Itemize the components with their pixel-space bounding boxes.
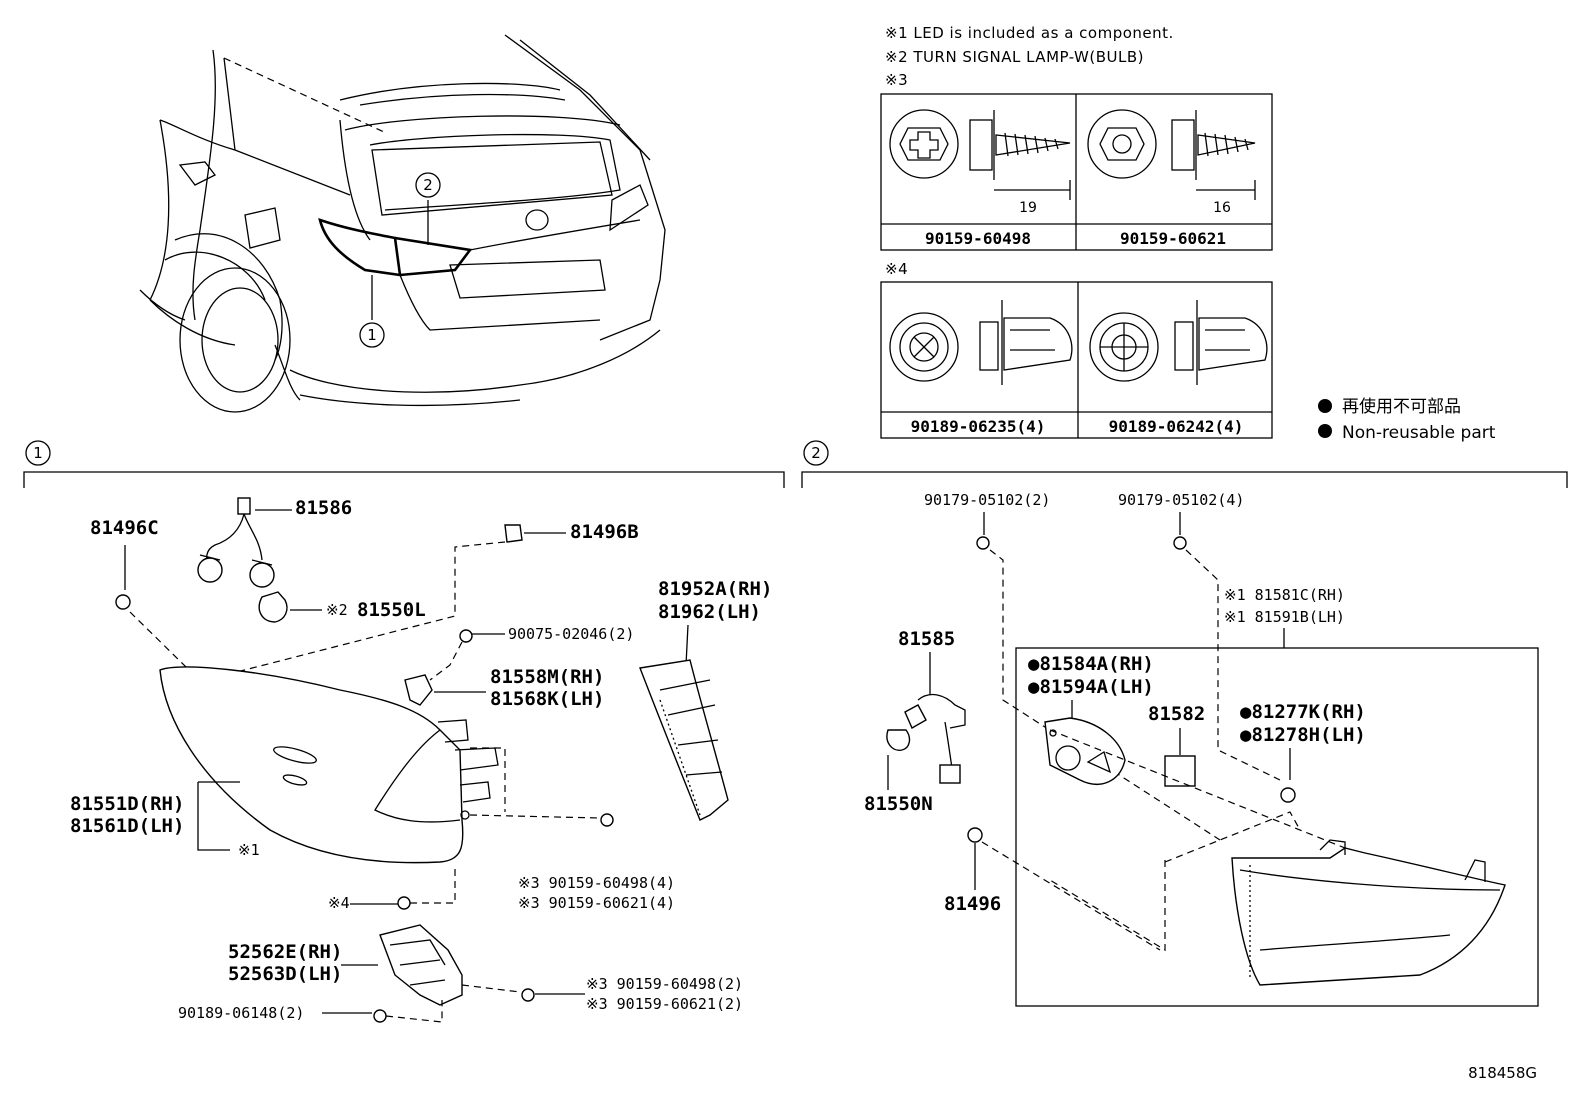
label-81496B: 81496B [570,521,639,543]
fastener-table-4: 90189-06235(4) 90189-06242(4) [880,281,1273,439]
legend: 再使用不可部品 Non-reusable part [1318,396,1496,443]
label-81585: 81585 [898,628,955,650]
pn-90189-06235: 90189-06235(4) [911,417,1046,436]
label-81962: 81962(LH) [658,601,761,623]
fastener-table-3: 19 90159-60498 16 90159-60621 [880,93,1273,251]
label-81591B-mark: ※1 81591B(LH) [1224,608,1345,626]
label-81277K: ●81277K(RH) [1240,701,1366,723]
label-52563D: 52563D(LH) [228,963,342,985]
label-81550N: 81550N [864,793,933,815]
svg-text:1: 1 [33,444,43,462]
label-90159-60621-2: ※3 90159-60621(2) [586,995,743,1013]
svg-text:2: 2 [811,444,821,462]
label-81586: 81586 [295,497,352,519]
pn-90189-06242: 90189-06242(4) [1109,417,1244,436]
label-81278H: ●81278H(LH) [1240,724,1366,746]
label-81581C-mark: ※1 81581C(RH) [1224,586,1345,604]
inset-frame [1015,647,1539,1007]
section-1-parts: 81496C 81586 ※2 81550L 81496B 90075-0204… [70,497,772,1023]
note-3: ※3 [885,71,908,89]
svg-text:2: 2 [423,176,433,194]
label-81594A: ●81594A(LH) [1028,676,1154,698]
label-90159-60498-2: ※3 90159-60498(2) [586,975,743,993]
section-2-bracket [801,471,1568,488]
label-90179-05102-4: 90179-05102(4) [1118,491,1244,509]
svg-text:1: 1 [367,326,377,344]
label-mark4: ※4 [328,894,350,912]
label-81551D: 81551D(RH) [70,793,184,815]
label-90189-06148: 90189-06148(2) [178,1004,304,1022]
label-90075-02046: 90075-02046(2) [508,625,634,643]
label-81496: 81496 [944,893,1001,915]
label-81561D: 81561D(LH) [70,815,184,837]
note-4: ※4 [885,260,908,278]
note-2: ※2 TURN SIGNAL LAMP-W(BULB) [885,48,1144,66]
label-90159-60621-4: ※3 90159-60621(4) [518,894,675,912]
label-81952A: 81952A(RH) [658,578,772,600]
label-81584A: ●81584A(RH) [1028,653,1154,675]
section-1-marker: 1 [25,440,51,466]
section-1-bracket [23,471,785,488]
section-2-parts: 90179-05102(2) 90179-05102(4) ※1 81581C(… [864,491,1539,1007]
label-81550L: 81550L [357,599,426,621]
legend-en: Non-reusable part [1342,423,1496,443]
label-81558M: 81558M(RH) [490,666,604,688]
label-90159-60498-4: ※3 90159-60498(4) [518,874,675,892]
label-52562E: 52562E(RH) [228,941,342,963]
label-81496C: 81496C [90,517,159,539]
section-2-marker: 2 [803,440,829,466]
legend-jp: 再使用不可部品 [1342,396,1461,417]
bullet-icon [1318,399,1332,413]
dim-19: 19 [1019,200,1037,216]
label-81568K: 81568K(LH) [490,688,604,710]
note-1: ※1 LED is included as a component. [885,24,1174,42]
pn-90159-60621: 90159-60621 [1120,229,1226,248]
vehicle-rear-illustration [139,34,666,413]
label-81550L-mark: ※2 [326,601,348,619]
figure-id: 818458G [1468,1064,1537,1082]
vehicle-callout-2: 2 [415,172,441,198]
pn-90159-60498: 90159-60498 [925,229,1031,248]
dim-16: 16 [1213,200,1231,216]
label-mark1: ※1 [238,841,260,859]
label-81582: 81582 [1148,703,1205,725]
bullet-icon [1318,424,1332,438]
label-90179-05102-2: 90179-05102(2) [924,491,1050,509]
vehicle-callout-1: 1 [359,322,385,348]
